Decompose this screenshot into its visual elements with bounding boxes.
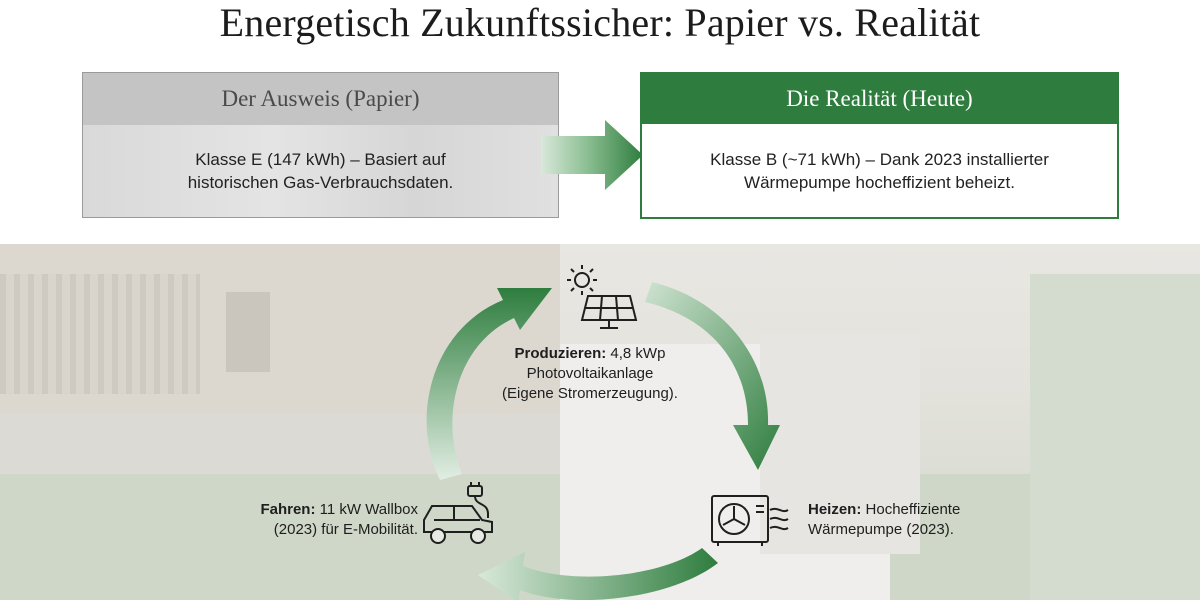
solar-panel-icon <box>567 265 638 329</box>
drive-label: Fahren: 11 kW Wallbox (2023) für E-Mobil… <box>178 500 418 540</box>
paper-card-text-line1: Klasse E (147 kWh) – Basiert auf <box>195 150 446 169</box>
heat-label-line1: Hocheffiziente <box>865 501 961 518</box>
heat-label: Heizen: Hocheffiziente Wärmepumpe (2023)… <box>808 500 1048 540</box>
reality-card-heading: Die Realität (Heute) <box>642 74 1117 124</box>
reality-card-text-line1: Klasse B (~71 kWh) – Dank 2023 installie… <box>710 149 1049 169</box>
produce-label-title: Produzieren: <box>514 345 607 362</box>
paper-card-text-line2: historischen Gas-Verbrauchsdaten. <box>187 173 454 192</box>
reality-card: Die Realität (Heute) Klasse B (~71 kWh) … <box>640 72 1119 219</box>
cycle-arrow-heat-to-drive <box>478 548 718 600</box>
produce-label: Produzieren: 4,8 kWp Photovoltaikanlage … <box>470 344 710 404</box>
page-title: Energetisch Zukunftssicher: Papier vs. R… <box>219 0 981 45</box>
drive-label-title: Fahren: <box>260 501 316 518</box>
electric-car-icon <box>423 482 493 544</box>
reality-card-text: Klasse B (~71 kWh) – Dank 2023 installie… <box>642 124 1117 217</box>
reality-card-text-line2: Wärmepumpe hocheffizient beheizt. <box>744 172 1015 192</box>
paper-card-text: Klasse E (147 kWh) – Basiert auf histori… <box>83 125 558 217</box>
heat-pump-icon <box>711 495 789 546</box>
paper-card-heading: Der Ausweis (Papier) <box>83 73 558 126</box>
produce-label-line2: Photovoltaikanlage <box>526 365 654 382</box>
produce-label-line1: 4,8 kWp <box>610 345 666 362</box>
heat-label-line2: Wärmepumpe (2023). <box>808 521 954 538</box>
produce-label-line3: (Eigene Stromerzeugung). <box>502 385 678 402</box>
cycle-arrow-produce-to-heat <box>645 282 780 470</box>
paper-certificate-card: Der Ausweis (Papier) Klasse E (147 kWh) … <box>82 72 559 218</box>
drive-label-line2: (2023) für E-Mobilität. <box>273 521 418 538</box>
heat-label-title: Heizen: <box>808 501 862 518</box>
drive-label-line1: 11 kW Wallbox <box>319 501 418 518</box>
cycle-arrow-drive-to-produce <box>426 288 552 480</box>
comparison-arrow-icon <box>541 120 643 190</box>
